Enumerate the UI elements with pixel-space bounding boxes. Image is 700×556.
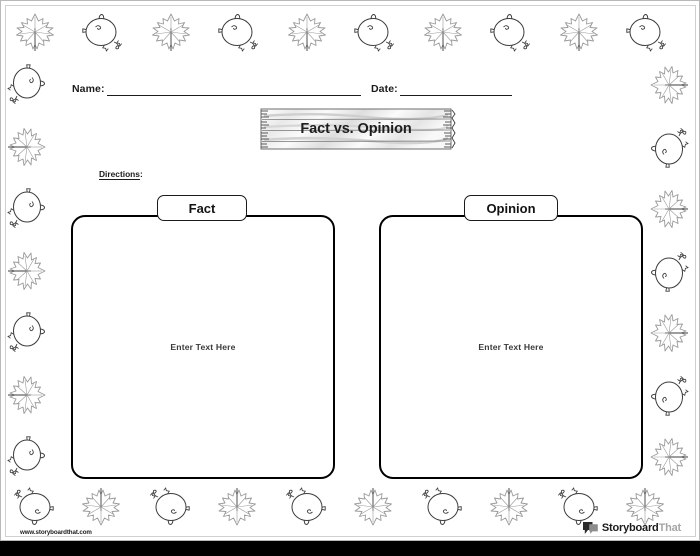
leaf-motif-bottom-1 — [78, 484, 124, 530]
worksheet-page: Name: Date: — [0, 0, 700, 541]
leaf-motif-left-3 — [6, 248, 50, 294]
leaf-motif-right-2 — [646, 186, 692, 232]
leaf-motif-left-5 — [6, 372, 50, 418]
leaf-motif-right-4 — [646, 310, 692, 356]
wood-plank-icon — [260, 108, 456, 150]
name-label: Name: — [72, 83, 105, 95]
leaf-motif-left-1 — [6, 124, 50, 170]
pumpkin-motif-bottom-0 — [10, 484, 56, 530]
pumpkin-motif-right-3 — [646, 248, 692, 294]
leaf-motif-top-4 — [284, 9, 330, 55]
pumpkin-motif-right-5 — [646, 372, 692, 418]
leaf-motif-bottom-3 — [214, 484, 260, 530]
leaf-motif-top-0 — [12, 9, 58, 55]
leaf-motif-bottom-5 — [350, 484, 396, 530]
pumpkin-motif-top-1 — [80, 9, 126, 55]
leaf-motif-right-0 — [646, 62, 692, 108]
fact-placeholder: Enter Text Here — [170, 342, 236, 352]
pumpkin-motif-top-5 — [352, 9, 398, 55]
pumpkin-motif-top-9 — [624, 9, 670, 55]
pumpkin-motif-left-2 — [6, 186, 50, 232]
pumpkin-motif-left-6 — [6, 434, 50, 480]
name-date-row: Name: Date: — [72, 76, 512, 96]
opinion-placeholder: Enter Text Here — [478, 342, 544, 352]
name-input[interactable] — [106, 82, 361, 96]
date-input[interactable] — [399, 82, 512, 96]
leaf-motif-right-6 — [646, 434, 692, 480]
pumpkin-motif-left-0 — [6, 62, 50, 108]
leaf-motif-top-8 — [556, 9, 602, 55]
logo-wordmark: StoryboardThat — [601, 521, 682, 534]
pumpkin-motif-top-3 — [216, 9, 262, 55]
date-label: Date: — [371, 83, 398, 95]
directions-label: Directions: — [99, 169, 143, 180]
directions-word: Directions — [99, 169, 140, 180]
storyboardthat-logo[interactable]: StoryboardThat — [582, 519, 682, 536]
leaf-motif-top-2 — [148, 9, 194, 55]
pumpkin-motif-left-4 — [6, 310, 50, 356]
fact-tab-label: Fact — [157, 195, 247, 221]
site-url[interactable]: www.storyboardthat.com — [20, 529, 92, 536]
pumpkin-motif-bottom-6 — [418, 484, 464, 530]
logo-word-storyboard: Storyboard — [601, 521, 659, 534]
speech-bubble-icon — [582, 521, 598, 534]
pumpkin-motif-bottom-4 — [282, 484, 328, 530]
leaf-motif-bottom-7 — [486, 484, 532, 530]
title-banner: Fact vs. Opinion — [256, 107, 456, 151]
opinion-tab-label: Opinion — [464, 195, 558, 221]
leaf-motif-top-6 — [420, 9, 466, 55]
pumpkin-motif-right-1 — [646, 124, 692, 170]
worksheet-sheet: Name: Date: — [5, 5, 696, 537]
opinion-text-box[interactable]: Enter Text Here — [379, 215, 643, 479]
pumpkin-motif-top-7 — [488, 9, 534, 55]
pumpkin-motif-bottom-2 — [146, 484, 192, 530]
logo-word-that: That — [658, 521, 682, 534]
page-title: Fact vs. Opinion — [300, 121, 412, 137]
fact-text-box[interactable]: Enter Text Here — [71, 215, 335, 479]
directions-colon: : — [139, 169, 143, 179]
